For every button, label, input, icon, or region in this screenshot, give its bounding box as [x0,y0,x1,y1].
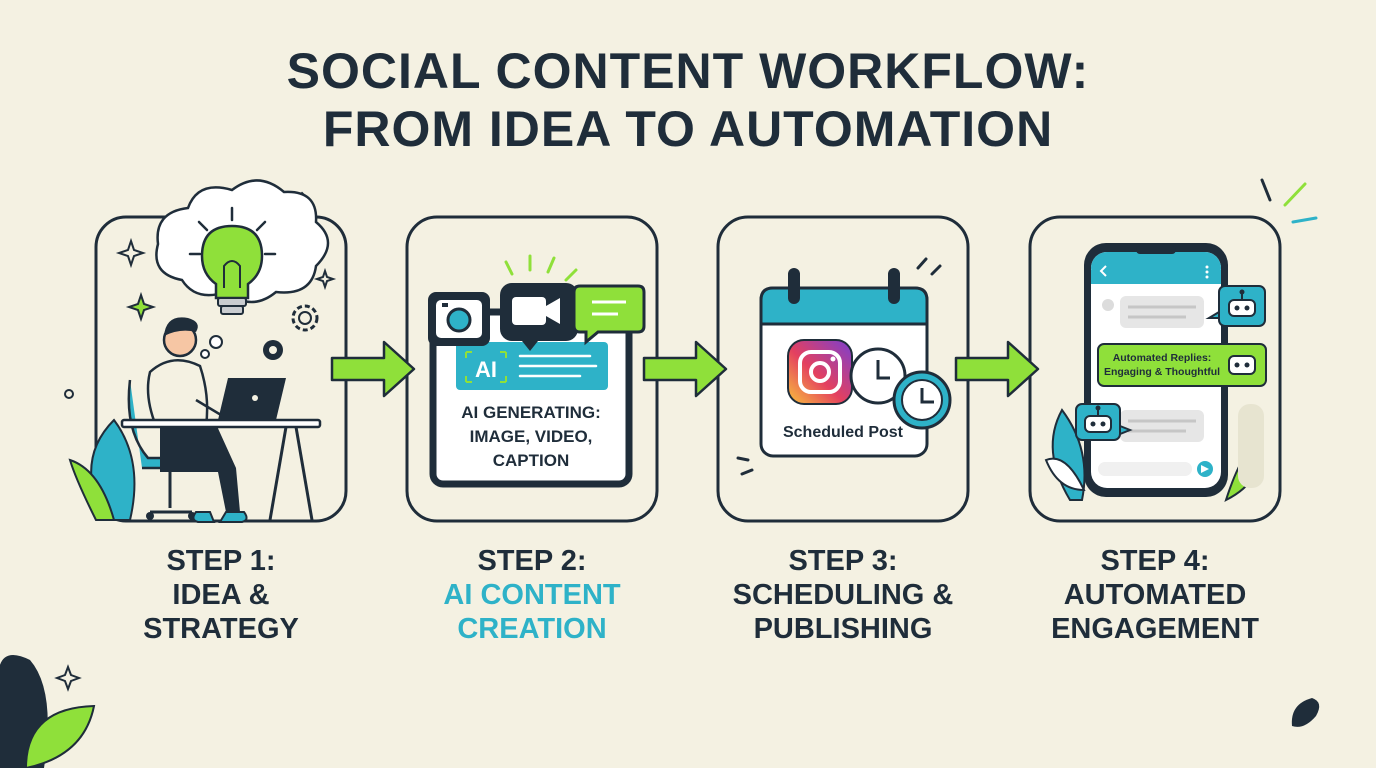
leaf-icon [0,655,96,768]
step-title-line-1: AUTOMATED [1063,579,1247,611]
title-line-2: FROM IDEA TO AUTOMATION [322,101,1054,157]
step-title-line-2: ENGAGEMENT [1051,613,1259,645]
step-number: STEP 1: [166,545,276,577]
speech-bubble-icon [572,284,646,346]
step-title-line-2: PUBLISHING [753,613,933,645]
step-4-label: STEP 4: AUTOMATED ENGAGEMENT [1005,544,1305,646]
robot-icon [1205,285,1266,327]
step-number: STEP 3: [788,545,898,577]
automated-replies-line-1: Automated Replies: [1113,352,1212,364]
ai-generating-line-2: IMAGE, VIDEO, [470,427,593,446]
step-title-line-1: IDEA & [172,579,270,611]
step-2-label: STEP 2: AI CONTENT CREATION [382,544,682,646]
step-title-line-2: STRATEGY [143,613,299,645]
ai-generating-line-1: AI GENERATING: [461,403,600,422]
step-title-line-2: CREATION [457,613,607,645]
instagram-icon [787,339,853,405]
scheduled-post-label: Scheduled Post [783,424,904,441]
title-line-1: SOCIAL CONTENT WORKFLOW: [286,43,1090,99]
step-number: STEP 2: [477,545,587,577]
step-1-label: STEP 1: IDEA & STRATEGY [71,544,371,646]
video-camera-icon [500,283,578,351]
ai-generating-line-3: CAPTION [493,451,570,470]
step-title-line-1: AI CONTENT [443,579,621,611]
robot-icon [1228,355,1256,375]
phone-chatbot-icon: Automated Replies: Engaging & Thoughtful [1044,243,1267,502]
robot-icon [1075,403,1133,441]
page-title: SOCIAL CONTENT WORKFLOW: FROM IDEA TO AU… [0,42,1376,158]
step-3-label: STEP 3: SCHEDULING & PUBLISHING [693,544,993,646]
leaf-icon [1291,698,1320,727]
camera-icon [428,292,490,346]
automated-replies-line-2: Engaging & Thoughtful [1104,366,1220,378]
clock-icon [849,347,952,430]
burst-lines-icon [736,178,1318,476]
gear-icon [263,304,319,360]
step-number: STEP 4: [1100,545,1210,577]
arrow-right-icon [330,340,1040,398]
calendar-clock-icon: Scheduled Post [759,268,952,458]
person-laptop-lightbulb-icon [68,179,330,523]
step-title-line-1: SCHEDULING & [732,579,954,611]
ai-media-window-icon: AI AI GENERATING: IMAGE, VIDEO, [428,254,646,488]
ai-badge: AI [475,357,497,382]
